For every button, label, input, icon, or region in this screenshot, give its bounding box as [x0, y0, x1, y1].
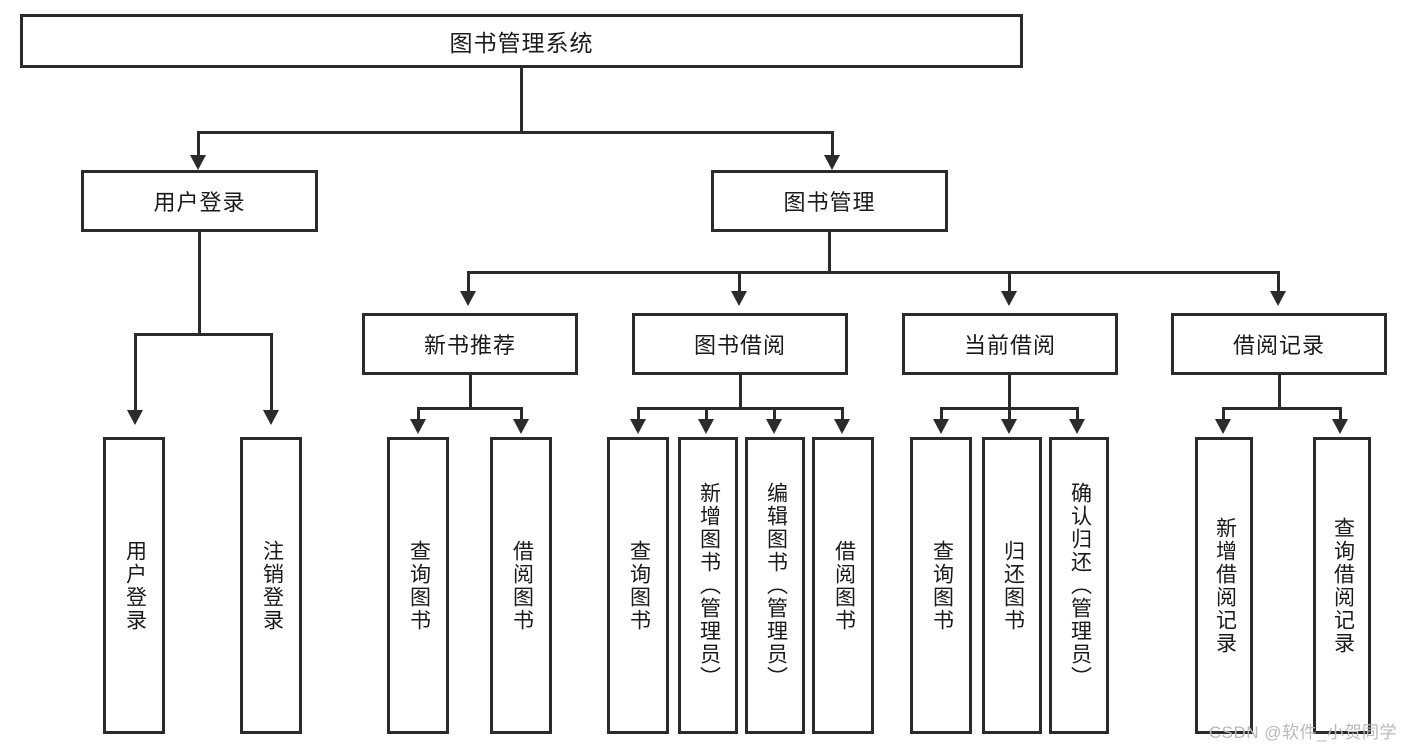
edge-borrow-record-to-l1 [1222, 407, 1225, 421]
node-book-borrow[interactable]: 图书借阅 [632, 313, 848, 375]
leaf-query-record[interactable]: 查询借阅记录 [1313, 437, 1371, 734]
edge-borrow-record-to-l2 [1339, 407, 1342, 421]
edge-book-borrow-to-l4 [841, 407, 844, 421]
edge-user-login-to-leaf2 [270, 333, 273, 412]
edge-book-manage-stem [828, 232, 831, 273]
edge-book-borrow-to-l2 [705, 407, 708, 421]
edge-book-manage-to-c3 [1008, 271, 1011, 293]
arrow-book-manage-to-c2 [731, 291, 747, 306]
arrow-root-to-book-manage [824, 155, 840, 170]
edge-book-manage-to-c2 [738, 271, 741, 293]
arrow-current-borrow-to-l1 [933, 419, 949, 434]
node-borrow-record[interactable]: 借阅记录 [1171, 313, 1387, 375]
edge-root-stem [520, 68, 523, 133]
edge-new-book-rec-bar [417, 407, 523, 410]
edge-current-borrow-to-l3 [1076, 407, 1079, 421]
edge-new-book-rec-to-l2 [520, 407, 523, 421]
arrow-new-book-rec-to-l2 [513, 419, 529, 434]
node-root-system[interactable]: 图书管理系统 [20, 14, 1023, 68]
edge-user-login-to-leaf1 [134, 333, 137, 412]
leaf-user-logout[interactable]: 注销登录 [240, 437, 302, 734]
arrow-book-manage-to-c3 [1001, 291, 1017, 306]
arrow-new-book-rec-to-l1 [410, 419, 426, 434]
edge-book-manage-to-c1 [467, 271, 470, 293]
arrow-borrow-record-to-l1 [1215, 419, 1231, 434]
edge-borrow-record-stem [1278, 375, 1281, 409]
arrow-book-borrow-to-l4 [834, 419, 850, 434]
node-user-login[interactable]: 用户登录 [81, 170, 318, 232]
leaf-user-login[interactable]: 用户登录 [103, 437, 165, 734]
edge-root-to-user-login [197, 131, 200, 157]
watermark-text: CSDN @软件_小贺同学 [1208, 723, 1397, 742]
edge-user-login-bar [134, 333, 273, 336]
leaf-query-book-3[interactable]: 查询图书 [910, 437, 972, 734]
arrow-book-borrow-to-l3 [766, 419, 782, 434]
arrow-user-login-to-leaf2 [263, 410, 279, 425]
node-book-manage[interactable]: 图书管理 [711, 170, 948, 232]
edge-user-login-stem [198, 232, 201, 335]
edge-book-manage-bar [467, 271, 1280, 274]
leaf-confirm-return[interactable]: 确认归还（管理员） [1049, 437, 1109, 734]
node-new-book-rec[interactable]: 新书推荐 [362, 313, 578, 375]
arrow-user-login-to-leaf1 [127, 410, 143, 425]
arrow-book-manage-to-c1 [460, 291, 476, 306]
node-current-borrow[interactable]: 当前借阅 [902, 313, 1118, 375]
edge-book-borrow-to-l1 [637, 407, 640, 421]
edge-root-to-book-manage [831, 131, 834, 157]
edge-book-borrow-to-l3 [773, 407, 776, 421]
edge-current-borrow-stem [1008, 375, 1011, 409]
arrow-current-borrow-to-l3 [1069, 419, 1085, 434]
arrow-current-borrow-to-l2 [1001, 419, 1017, 434]
edge-new-book-rec-stem [469, 375, 472, 409]
leaf-return-book[interactable]: 归还图书 [982, 437, 1042, 734]
leaf-add-record[interactable]: 新增借阅记录 [1195, 437, 1253, 734]
leaf-borrow-book-1[interactable]: 借阅图书 [490, 437, 552, 734]
leaf-edit-book[interactable]: 编辑图书（管理员） [745, 437, 805, 734]
arrow-book-borrow-to-l2 [698, 419, 714, 434]
arrow-book-manage-to-c4 [1270, 291, 1286, 306]
arrow-root-to-user-login [190, 155, 206, 170]
edge-root-bar [197, 131, 834, 134]
arrow-borrow-record-to-l2 [1332, 419, 1348, 434]
edge-book-borrow-bar [637, 407, 844, 410]
leaf-add-book[interactable]: 新增图书（管理员） [678, 437, 738, 734]
leaf-borrow-book-2[interactable]: 借阅图书 [812, 437, 874, 734]
edge-book-manage-to-c4 [1277, 271, 1280, 293]
arrow-book-borrow-to-l1 [630, 419, 646, 434]
edge-current-borrow-to-l1 [940, 407, 943, 421]
leaf-query-book-1[interactable]: 查询图书 [387, 437, 449, 734]
edge-new-book-rec-to-l1 [417, 407, 420, 421]
edge-borrow-record-bar [1222, 407, 1342, 410]
edge-current-borrow-to-l2 [1008, 407, 1011, 421]
edge-book-borrow-stem [739, 375, 742, 409]
leaf-query-book-2[interactable]: 查询图书 [607, 437, 669, 734]
